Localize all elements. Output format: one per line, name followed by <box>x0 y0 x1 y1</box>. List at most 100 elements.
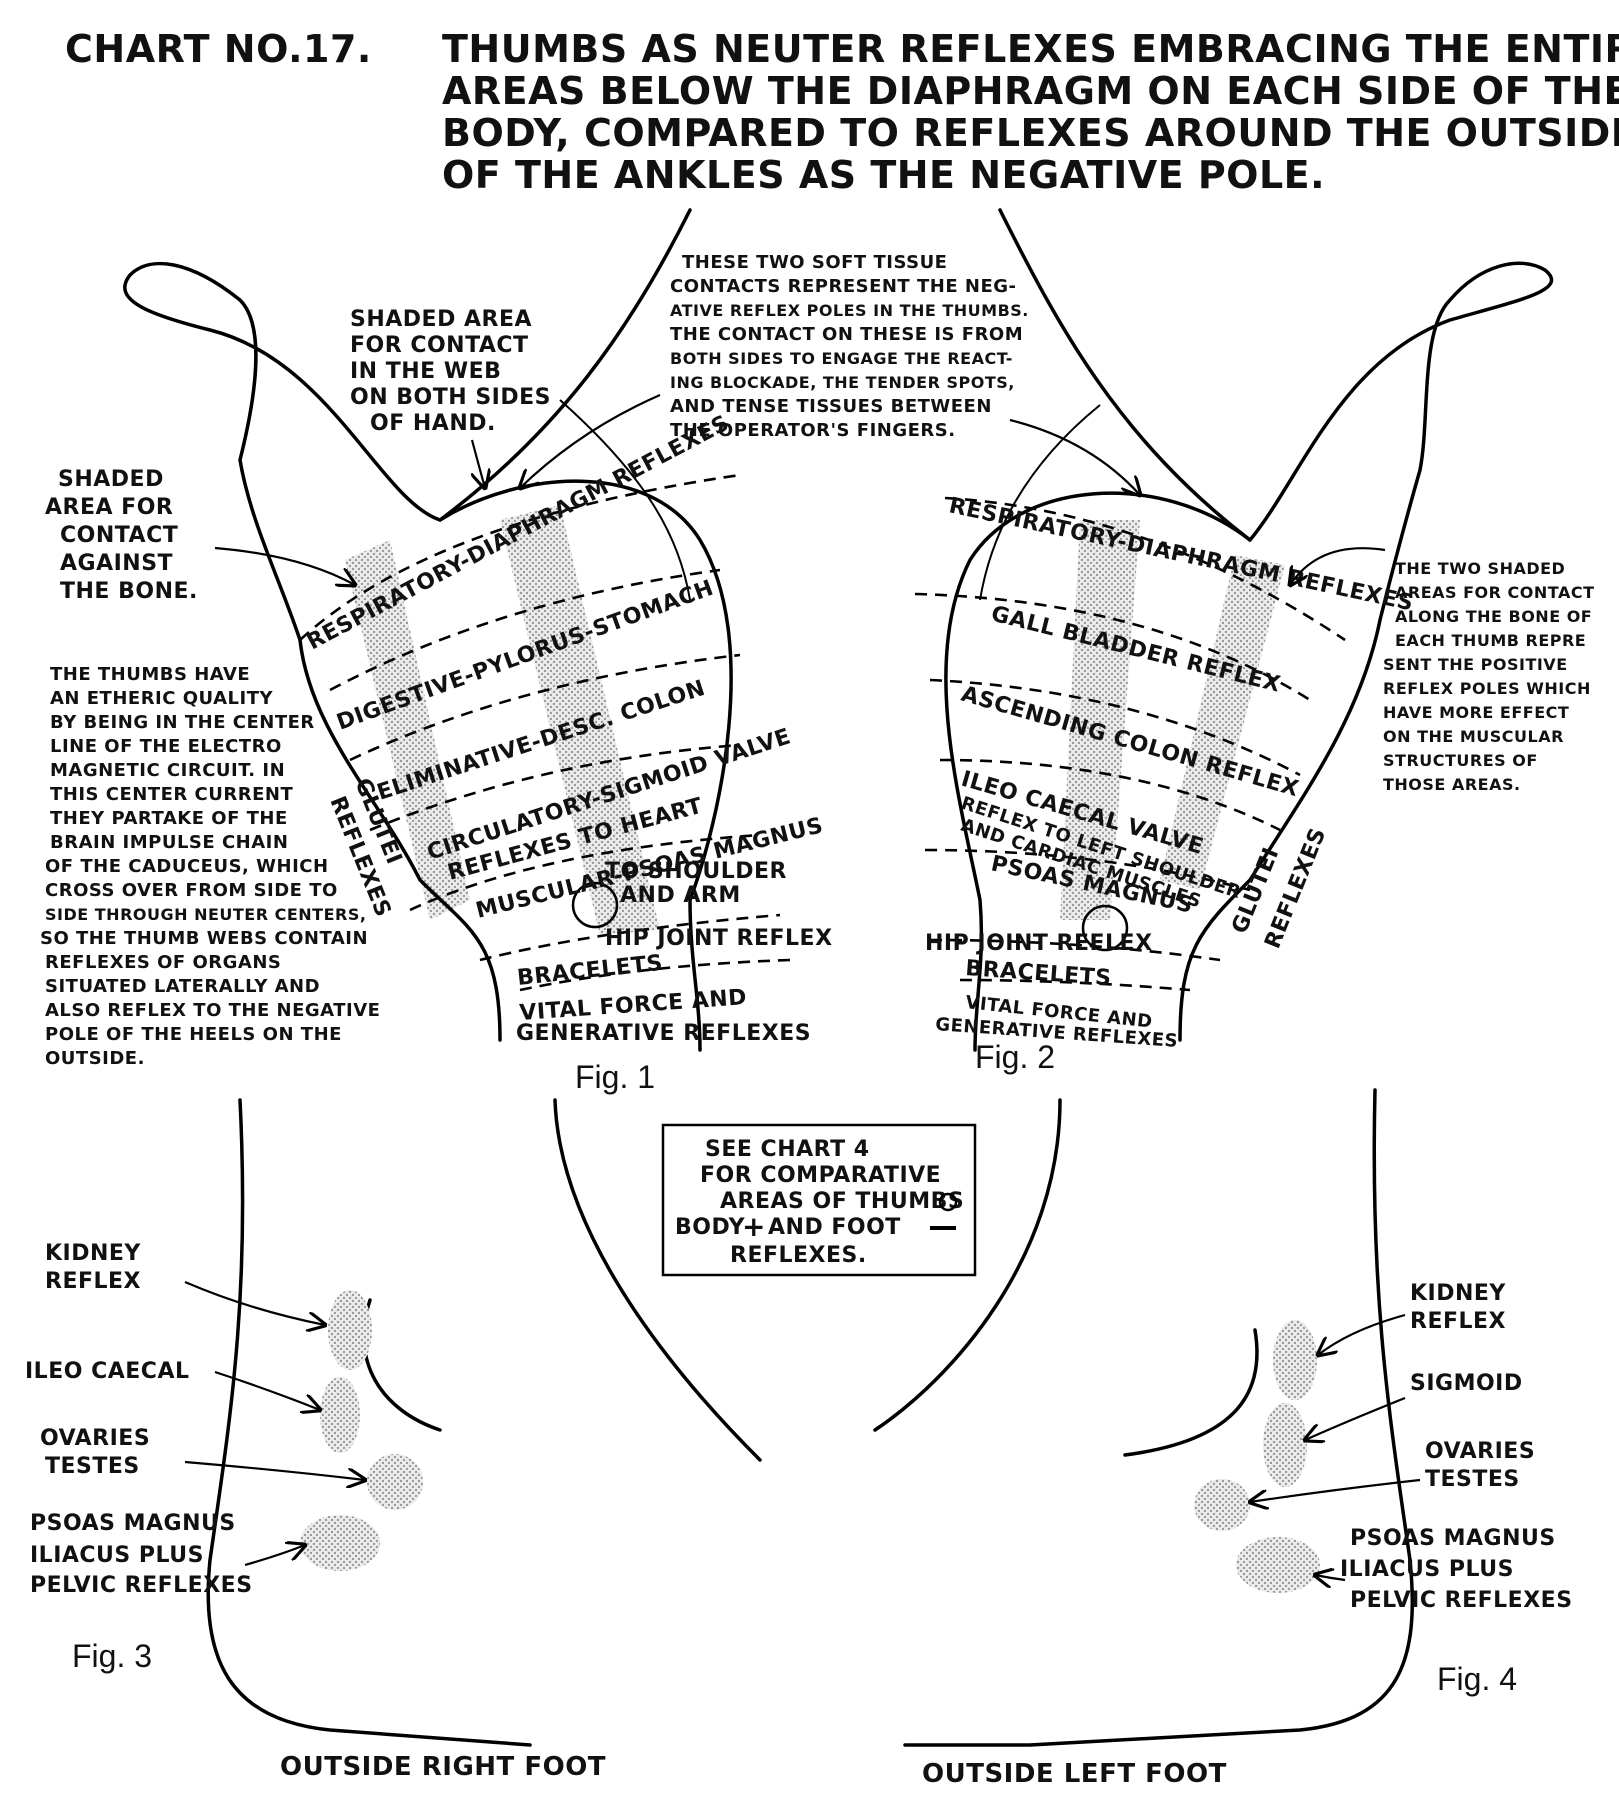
fig1-zone-arm: AND ARM <box>620 883 741 908</box>
positive-symbol: + <box>742 1210 766 1243</box>
svg-text:THE BONE.: THE BONE. <box>60 579 198 604</box>
svg-text:ING BLOCKADE, THE TENDER SPOTS: ING BLOCKADE, THE TENDER SPOTS, <box>670 373 1015 392</box>
fig3-ovaries-shade <box>367 1454 423 1510</box>
svg-text:MAGNETIC CIRCUIT. IN: MAGNETIC CIRCUIT. IN <box>50 760 285 781</box>
svg-text:PELVIC REFLEXES: PELVIC REFLEXES <box>1350 1588 1573 1613</box>
fig2-hip-joint-circle <box>1081 904 1129 952</box>
svg-text:STRUCTURES OF: STRUCTURES OF <box>1383 751 1538 770</box>
svg-text:ILIACUS PLUS: ILIACUS PLUS <box>30 1543 204 1568</box>
svg-text:SEE CHART 4: SEE CHART 4 <box>705 1137 870 1162</box>
svg-text:AREAS OF THUMBS: AREAS OF THUMBS <box>720 1189 964 1214</box>
fig4-ovaries-label: OVARIES <box>1425 1439 1535 1464</box>
svg-text:SENT THE POSITIVE: SENT THE POSITIVE <box>1383 655 1568 674</box>
fig3-kidney-label: KIDNEY <box>45 1241 141 1266</box>
see-chart-box: SEE CHART 4 FOR COMPARATIVE AREAS OF THU… <box>661 1123 977 1277</box>
fig4-sigmoid-shade <box>1263 1403 1307 1487</box>
svg-text:ON THE MUSCULAR: ON THE MUSCULAR <box>1383 727 1564 746</box>
fig1-zone-vital-force: VITAL FORCE AND <box>519 985 748 1026</box>
svg-text:REFLEX POLES WHICH: REFLEX POLES WHICH <box>1383 679 1591 698</box>
fig4-caption: Fig. 4 <box>1437 1661 1517 1697</box>
svg-text:AGAINST: AGAINST <box>60 551 173 576</box>
fig3-leg-front <box>206 1098 532 1747</box>
fig3-ovaries-label: OVARIES <box>40 1426 150 1451</box>
svg-text:REFLEX: REFLEX <box>1410 1309 1506 1334</box>
fig2-soft-tissue-note: THESE TWO SOFT TISSUE CONTACTS REPRESENT… <box>670 252 1029 441</box>
fig1-caption: Fig. 1 <box>575 1059 655 1095</box>
svg-text:CONTACT: CONTACT <box>60 523 178 548</box>
svg-text:AND TENSE TISSUES BETWEEN: AND TENSE TISSUES BETWEEN <box>670 396 992 417</box>
fig2-thumb-outline <box>944 491 1252 1052</box>
svg-text:TESTES: TESTES <box>1425 1467 1520 1492</box>
fig4-sigmoid-label: SIGMOID <box>1410 1371 1523 1396</box>
svg-text:THE OPERATOR'S FINGERS.: THE OPERATOR'S FINGERS. <box>670 420 956 441</box>
svg-text:ON BOTH SIDES: ON BOTH SIDES <box>350 385 551 410</box>
svg-text:OF HAND.: OF HAND. <box>370 411 496 436</box>
fig4-kidney-shade <box>1273 1320 1317 1400</box>
title-line-1: THUMBS AS NEUTER REFLEXES EMBRACING THE … <box>442 27 1619 71</box>
fig3-foot: KIDNEY REFLEX ILEO CAECAL OVARIES TESTES… <box>25 1098 762 1782</box>
svg-text:REFLEX: REFLEX <box>45 1269 141 1294</box>
svg-text:BRAIN IMPULSE CHAIN: BRAIN IMPULSE CHAIN <box>50 832 288 853</box>
fig1-bone-note: SHADED AREA FOR CONTACT AGAINST THE BONE… <box>45 467 198 604</box>
svg-text:IN THE WEB: IN THE WEB <box>350 359 501 384</box>
fig1-hip-joint-circle <box>571 881 619 929</box>
svg-text:ALSO REFLEX TO THE NEGATIVE: ALSO REFLEX TO THE NEGATIVE <box>45 1000 380 1021</box>
svg-text:OF THE CADUCEUS, WHICH: OF THE CADUCEUS, WHICH <box>45 856 329 877</box>
fig4-kidney-label: KIDNEY <box>1410 1281 1506 1306</box>
fig1-web-contact-shade <box>500 505 660 935</box>
fig4-leg-back <box>873 1098 1062 1432</box>
fig2-glutei-reflexes: REFLEXES <box>1260 824 1331 952</box>
svg-text:CROSS OVER FROM SIDE TO: CROSS OVER FROM SIDE TO <box>45 880 338 901</box>
fig2-web-contact-shade <box>1160 555 1285 890</box>
fig3-bottom-label: OUTSIDE RIGHT FOOT <box>280 1752 606 1782</box>
fig3-ankle-bone <box>362 1298 442 1432</box>
svg-text:LINE OF THE ELECTRO: LINE OF THE ELECTRO <box>50 736 282 757</box>
svg-text:REFLEXES.: REFLEXES. <box>730 1243 867 1268</box>
title-line-4: OF THE ANKLES AS THE NEGATIVE POLE. <box>442 153 1325 197</box>
fig3-leg-back <box>553 1098 762 1462</box>
fig4-psoas-shade <box>1236 1537 1320 1593</box>
fig4-bottom-label: OUTSIDE LEFT FOOT <box>922 1759 1227 1789</box>
svg-text:REFLEXES OF ORGANS: REFLEXES OF ORGANS <box>45 952 281 973</box>
fig4-ovaries-shade <box>1194 1479 1250 1531</box>
svg-text:ATIVE REFLEX POLES IN THE THUM: ATIVE REFLEX POLES IN THE THUMBS. <box>670 301 1029 320</box>
fig1-zone-hip-joint: HIP JOINT REFLEX <box>605 926 833 951</box>
fig1-web-note: SHADED AREA FOR CONTACT IN THE WEB ON BO… <box>350 307 551 436</box>
fig3-kidney-shade <box>328 1290 372 1370</box>
title-line-3: BODY, COMPARED TO REFLEXES AROUND THE OU… <box>442 111 1619 155</box>
fig1-zone-bracelets: BRACELETS <box>516 951 664 991</box>
fig2-positive-note: THE TWO SHADED AREAS FOR CONTACT ALONG T… <box>1383 559 1594 794</box>
svg-text:OUTSIDE.: OUTSIDE. <box>45 1048 145 1069</box>
svg-text:THEY PARTAKE OF THE: THEY PARTAKE OF THE <box>50 808 288 829</box>
fig3-psoas-label: PSOAS MAGNUS <box>30 1511 236 1536</box>
svg-text:SHADED: SHADED <box>58 467 164 492</box>
fig3-caption: Fig. 3 <box>72 1638 152 1674</box>
fig1-zone-generative: GENERATIVE REFLEXES <box>516 1021 811 1046</box>
svg-text:THE CONTACT ON THESE IS FROM: THE CONTACT ON THESE IS FROM <box>670 324 1023 345</box>
svg-text:SITUATED LATERALLY AND: SITUATED LATERALLY AND <box>45 976 320 997</box>
svg-text:AREA FOR: AREA FOR <box>45 495 173 520</box>
svg-text:THIS CENTER CURRENT: THIS CENTER CURRENT <box>50 784 293 805</box>
svg-text:THOSE AREAS.: THOSE AREAS. <box>1383 775 1521 794</box>
svg-text:POLE OF THE HEELS ON THE: POLE OF THE HEELS ON THE <box>45 1024 342 1045</box>
svg-text:THE TWO SHADED: THE TWO SHADED <box>1395 559 1565 578</box>
svg-text:CONTACTS REPRESENT THE NEG-: CONTACTS REPRESENT THE NEG- <box>670 276 1017 297</box>
svg-text:ILIACUS PLUS: ILIACUS PLUS <box>1340 1557 1514 1582</box>
svg-text:PELVIC REFLEXES: PELVIC REFLEXES <box>30 1573 253 1598</box>
chart-number: CHART NO.17. <box>65 27 372 71</box>
svg-text:THE THUMBS HAVE: THE THUMBS HAVE <box>50 664 250 685</box>
fig4-psoas-label: PSOAS MAGNUS <box>1350 1526 1556 1551</box>
svg-text:TESTES: TESTES <box>45 1454 140 1479</box>
svg-text:AND FOOT: AND FOOT <box>768 1215 901 1240</box>
fig4-foot: KIDNEY REFLEX SIGMOID OVARIES TESTES PSO… <box>873 1088 1573 1789</box>
title-line-2: AREAS BELOW THE DIAPHRAGM ON EACH SIDE O… <box>442 69 1619 113</box>
fig3-psoas-shade <box>300 1515 380 1571</box>
svg-text:BODY: BODY <box>675 1215 746 1240</box>
svg-text:FOR COMPARATIVE: FOR COMPARATIVE <box>700 1163 941 1188</box>
fig2-zone-hip-joint: HIP JOINT REFLEX <box>925 931 1153 956</box>
fig3-ileo-caecal-label: ILEO CAECAL <box>25 1359 189 1384</box>
negative-symbol <box>930 1226 956 1230</box>
fig2-caption: Fig. 2 <box>975 1039 1055 1075</box>
svg-text:SO THE THUMB WEBS CONTAIN: SO THE THUMB WEBS CONTAIN <box>40 928 368 949</box>
